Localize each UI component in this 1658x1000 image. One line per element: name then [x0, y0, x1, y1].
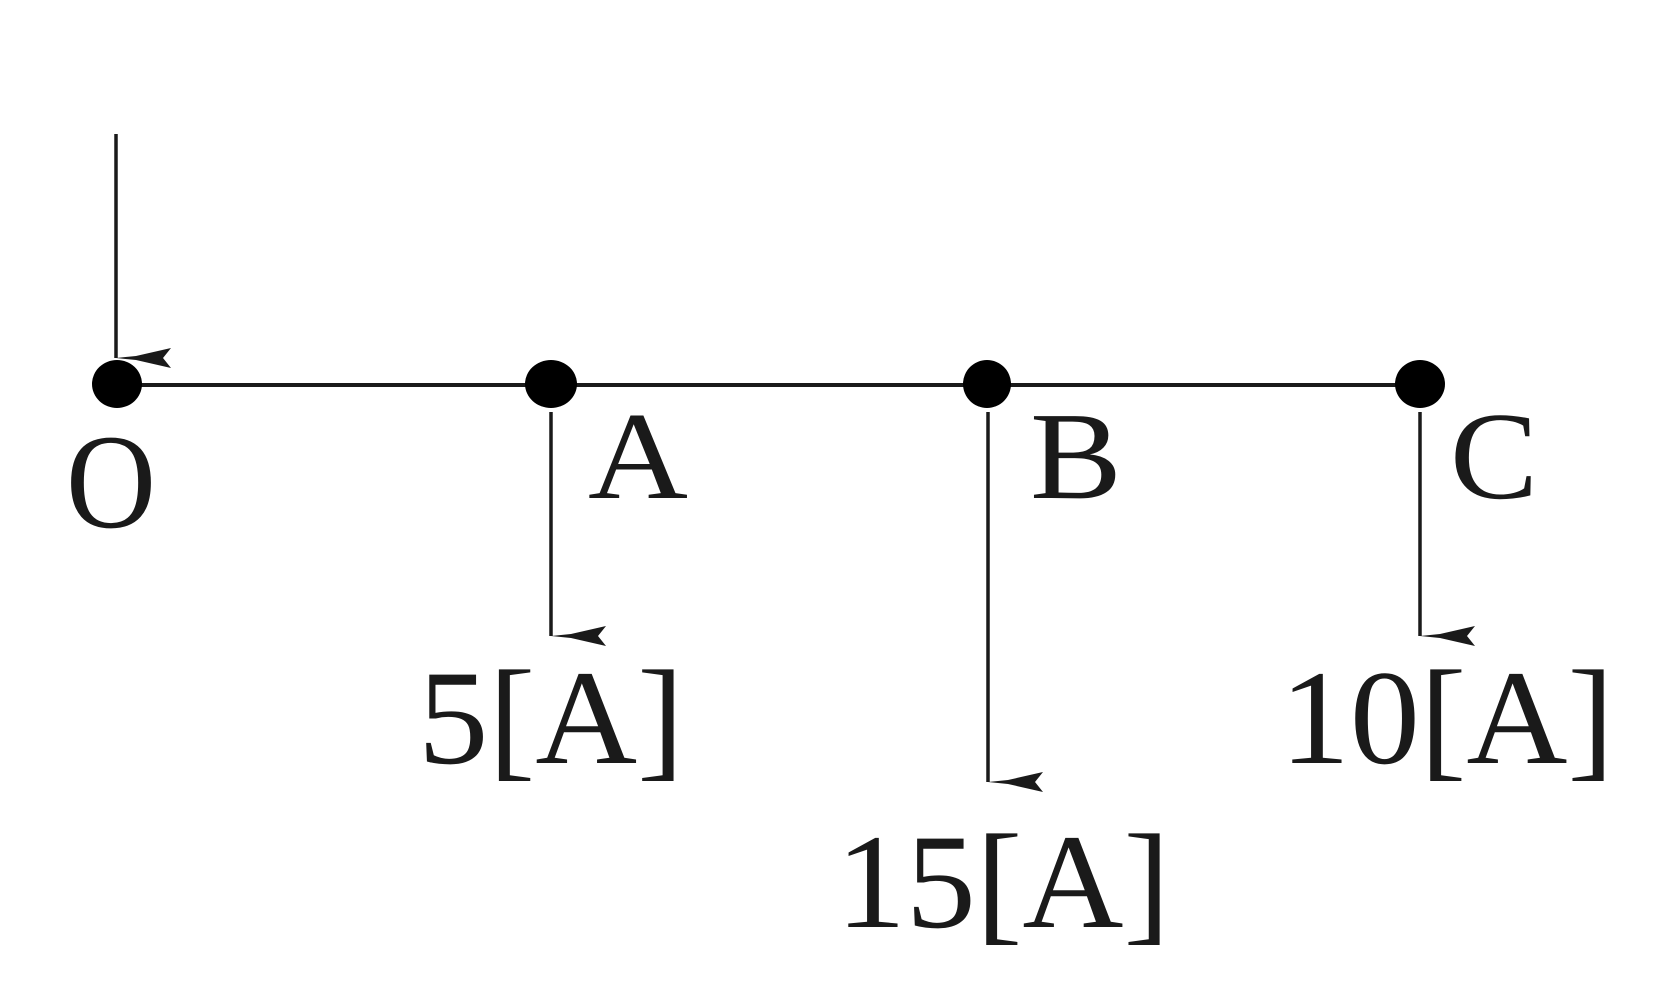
- node-o-label: O: [66, 408, 156, 557]
- load-a-current-label: 5[A]: [418, 644, 684, 793]
- node-b-dot: [963, 360, 1011, 408]
- load-b-current-label: 15[A]: [836, 808, 1170, 957]
- node-a-dot: [525, 360, 577, 408]
- load-c-current-label: 10[A]: [1280, 644, 1614, 793]
- node-o-dot: [92, 360, 142, 408]
- node-c-label: C: [1450, 388, 1538, 526]
- node-c-dot: [1395, 360, 1445, 408]
- node-a-label: A: [588, 388, 688, 526]
- node-b-label: B: [1030, 388, 1122, 526]
